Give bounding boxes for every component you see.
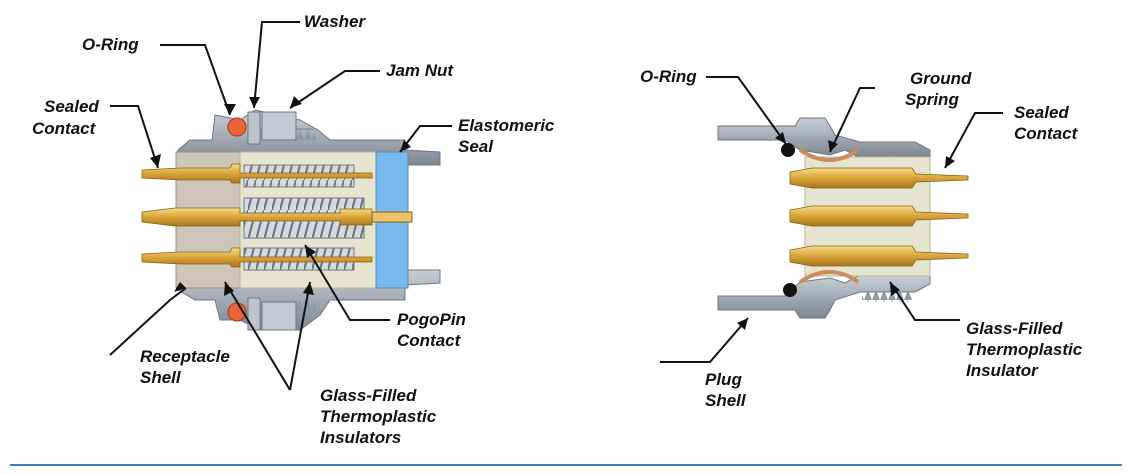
arrowhead — [290, 96, 302, 108]
arrowhead — [775, 132, 786, 144]
pogopin-contact-center — [141, 207, 373, 227]
plug-assembly: O-Ring Ground Spring Sealed Contact Plug… — [640, 67, 1087, 410]
arrowhead — [737, 318, 748, 330]
label-o-ring: O-Ring — [82, 35, 139, 54]
plug-o-ring-bottom — [783, 283, 797, 297]
label-plug-shell: Plug Shell — [705, 370, 747, 410]
label-jam-nut: Jam Nut — [386, 61, 454, 80]
washer-bottom — [247, 297, 261, 331]
sealed-contact-top — [141, 163, 373, 184]
jam-nut-top — [261, 111, 297, 141]
arrowhead — [224, 282, 234, 296]
bottom-rule — [10, 464, 1122, 466]
sealed-contact-bottom — [141, 247, 373, 268]
arrowhead — [174, 282, 186, 292]
plug-shell-top — [717, 117, 931, 158]
jam-nut-bottom — [261, 301, 297, 331]
receptacle-assembly: O-Ring Washer Jam Nut Sealed Contact Ela… — [32, 12, 559, 447]
plug-shell-bottom — [717, 275, 931, 319]
label-plug-sealed-contact: Sealed Contact — [1014, 103, 1079, 143]
label-plug-o-ring: O-Ring — [640, 67, 697, 86]
label-receptacle-shell: Receptacle Shell — [140, 347, 235, 387]
arrowhead — [890, 282, 900, 296]
plug-leaders — [660, 76, 1003, 363]
label-washer: Washer — [304, 12, 366, 31]
arrowhead — [249, 97, 260, 108]
ground-spring-top — [798, 148, 860, 162]
label-sealed-contact: Sealed Contact — [32, 97, 104, 138]
plug-o-ring-top — [781, 143, 795, 157]
label-ground-spring: Ground Spring — [905, 69, 976, 109]
plug-thread-bottom — [862, 292, 912, 302]
o-ring-top — [227, 117, 247, 137]
plug-contact-middle — [789, 205, 969, 227]
arrowhead — [303, 282, 314, 295]
label-insulators: Glass-Filled Thermoplastic Insulators — [320, 386, 441, 447]
label-plug-insulator: Glass-Filled Thermoplastic Insulator — [966, 319, 1087, 380]
plug-contact-bottom — [789, 245, 969, 267]
pogo-plunger — [371, 211, 413, 223]
arrowhead — [305, 245, 316, 258]
washer-top — [247, 111, 261, 145]
arrowhead — [224, 104, 236, 115]
plug-contacts — [789, 167, 969, 267]
arrowhead — [400, 140, 411, 152]
label-elastomeric-seal: Elastomeric Seal — [458, 116, 559, 156]
ground-spring-bottom — [798, 270, 860, 284]
label-pogopin-contact: PogoPin Contact — [397, 310, 471, 350]
arrowhead — [945, 156, 955, 168]
plug-contact-top — [789, 167, 969, 189]
arrowhead — [828, 140, 838, 152]
arrowhead — [150, 154, 161, 168]
